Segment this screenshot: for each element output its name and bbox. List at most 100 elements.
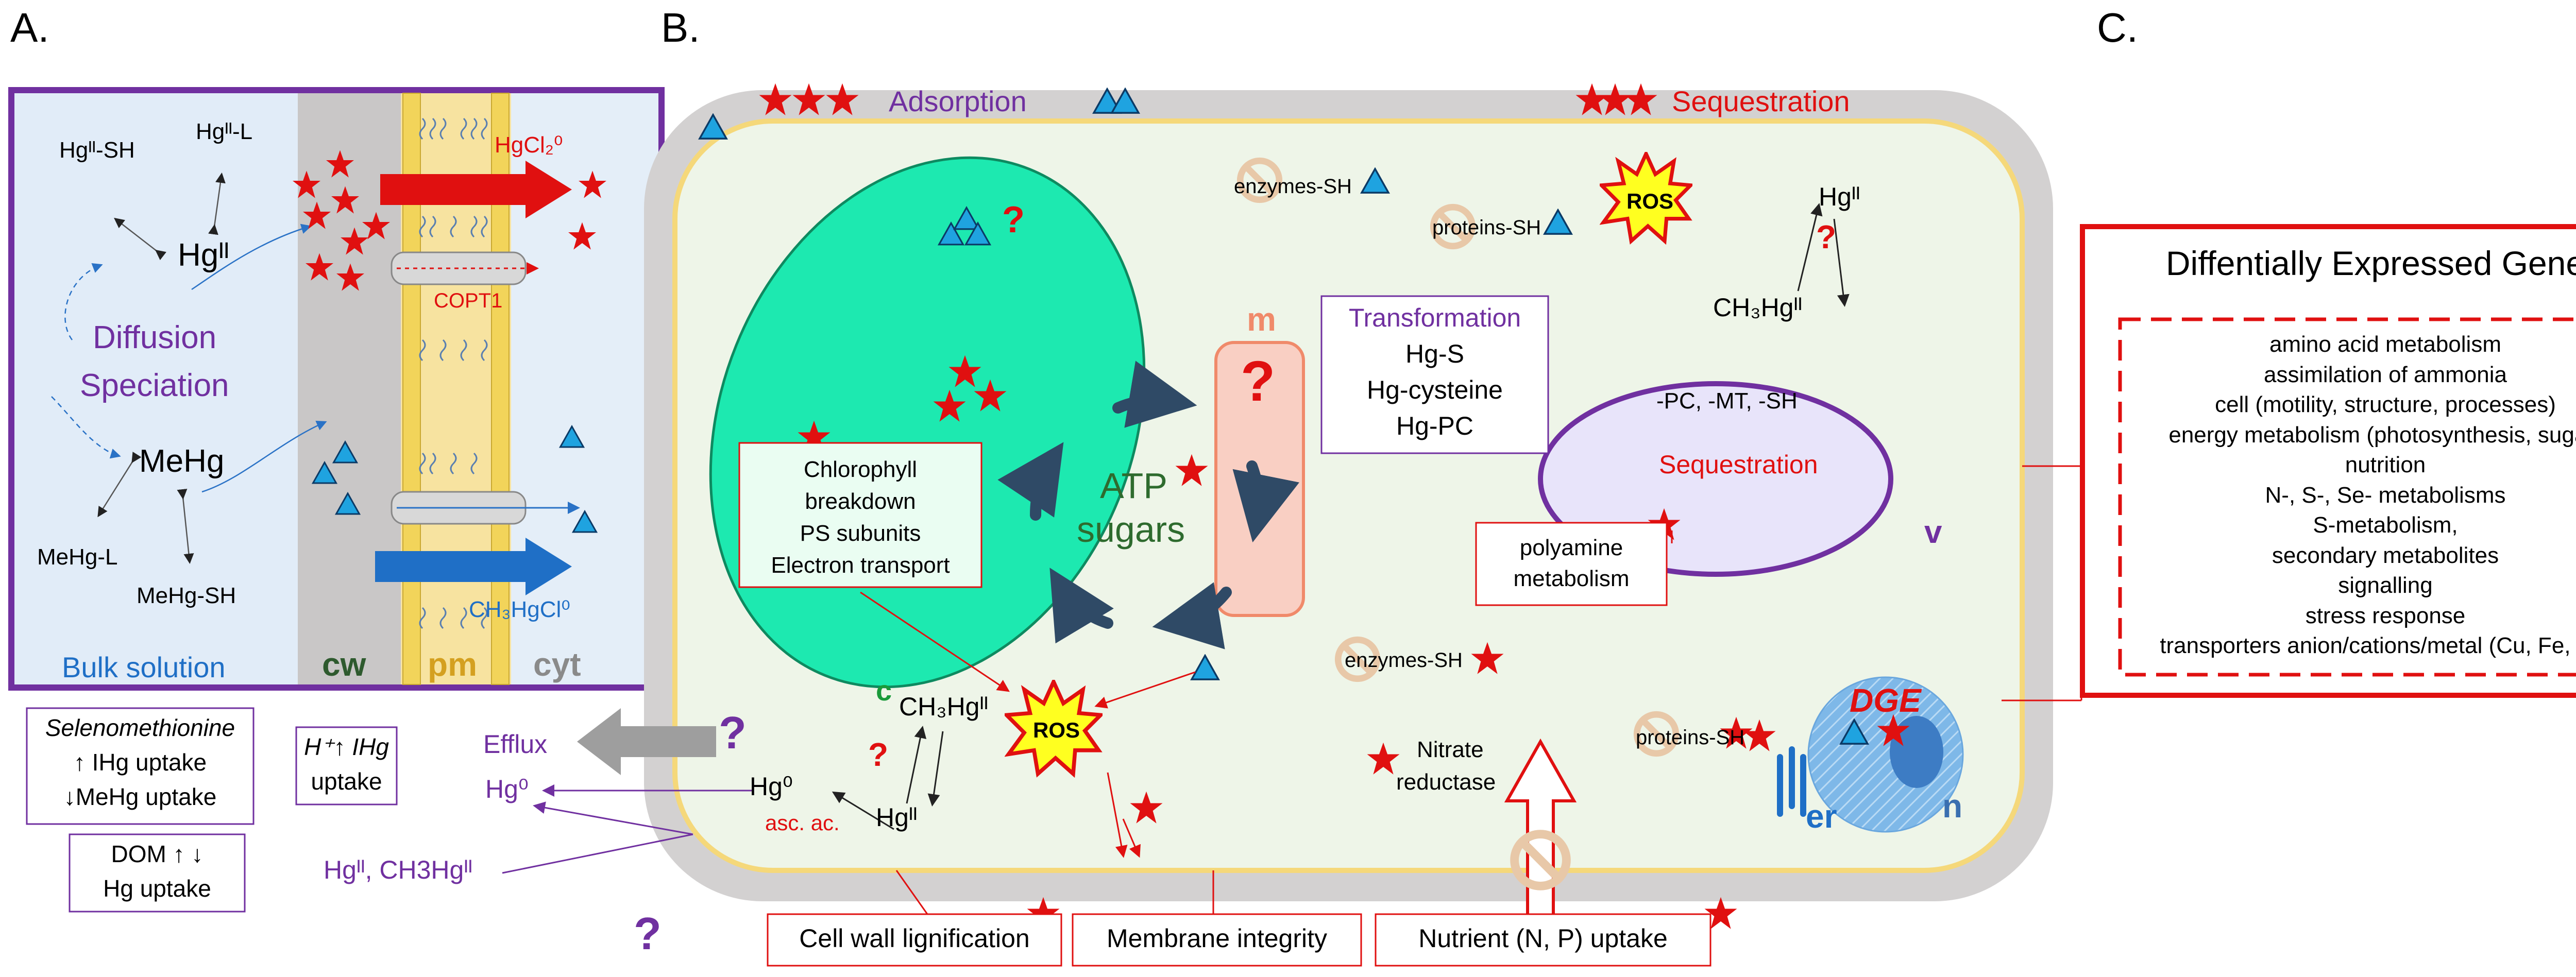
chlorophyll-box (738, 442, 982, 588)
speciation-label: Speciation (80, 368, 229, 403)
hg-ii-top: Hgᴵᴵ (1819, 182, 1860, 211)
c-label: c (876, 674, 892, 707)
gene-item: stress response (2305, 603, 2466, 628)
mitochondrion-question: ? (1241, 350, 1276, 413)
selenomethionine-title: Selenomethionine (45, 714, 235, 741)
efflux-arrow (577, 708, 716, 775)
gene-item: signalling (2338, 573, 2433, 598)
nutrient-box (1375, 913, 1711, 967)
transformation-box (1320, 295, 1549, 454)
vacuole-sequestration: Sequestration (1659, 450, 1818, 479)
cell-wall-box (767, 913, 1062, 967)
question-center: ? (868, 736, 889, 773)
hgcl2-label: HgCl₂⁰ (495, 132, 563, 158)
hg-ii-label: Hgᴵᴵ (178, 237, 229, 273)
membrane-integrity: Membrane integrity (1107, 924, 1327, 953)
vacuole-ligands: -PC, -MT, -SH (1656, 388, 1798, 414)
nitrate-line-2: reductase (1396, 769, 1496, 795)
endoplasmic-reticulum (1777, 746, 1806, 817)
dge-inner-box (2118, 317, 2576, 677)
h-box (295, 726, 398, 805)
nitrate-line-1: Nitrate (1417, 737, 1484, 762)
polyamine-line-1: polyamine (1519, 535, 1623, 560)
gene-item: amino acid metabolism (2269, 332, 2501, 357)
atp-label: ATP (1100, 466, 1167, 506)
dom-line-1: DOM ↑ ↓ (111, 841, 204, 867)
chl-line-2: breakdown (805, 489, 916, 514)
mitochondrion-label: m (1247, 301, 1276, 338)
selenomethionine-box (26, 707, 255, 825)
dge-box (2080, 224, 2576, 698)
chloroplast-question: ? (1002, 199, 1025, 241)
cw-label: cw (322, 646, 366, 683)
chl-line-4: Electron transport (771, 553, 950, 578)
ch3hgii-center: CH₃Hgᴵᴵ (899, 692, 989, 721)
polyamine-box (1475, 522, 1668, 606)
ros-bottom-label: ROS (1033, 718, 1080, 742)
hg-sh-label: Hgᴵᴵ-SH (59, 138, 135, 163)
gene-item: S-metabolism, (2313, 512, 2458, 538)
panel-a-figure (8, 87, 665, 691)
seleno-line-2: ↓MeHg uptake (63, 783, 217, 810)
cyt-label: cyt (533, 646, 581, 683)
gene-item: cell (motility, structure, processes) (2215, 392, 2556, 417)
mehg-label: MeHg (139, 443, 225, 479)
hg-pc-label: Hg-PC (1396, 412, 1474, 440)
mehg-l-label: MeHg-L (37, 544, 118, 570)
hg0-center: Hg⁰ (750, 772, 793, 801)
copt1-label: COPT1 (434, 289, 503, 312)
lipid-tails (419, 117, 488, 629)
hg-s-label: Hg-S (1405, 339, 1464, 368)
seleno-line-1: ↑ IHg uptake (73, 749, 207, 776)
asc-label: asc. ac. (765, 811, 840, 835)
nucleus-label: n (1942, 787, 1963, 825)
efflux-label: Efflux (483, 730, 548, 759)
bulk-solution-label: Bulk solution (62, 651, 226, 683)
dge-gene-list: amino acid metabolism assimilation of am… (2120, 330, 2576, 661)
hgii-center: Hgᴵᴵ (876, 803, 918, 832)
hgcl2-arrow (380, 161, 572, 218)
chl-line-1: Chlorophyll (803, 457, 918, 482)
gene-item: assimilation of ammonia (2264, 362, 2507, 387)
sequestration-top-label: Sequestration (1672, 85, 1850, 117)
er-label: er (1806, 798, 1837, 835)
ros-top-label: ROS (1626, 189, 1674, 213)
chl-line-3: PS subunits (800, 521, 921, 546)
copt1-transporter (391, 251, 539, 285)
bulk-solution-zone (14, 93, 298, 684)
boxes (26, 224, 2576, 967)
ch3hgcl-arrow (375, 538, 572, 595)
polyamine-line-2: metabolism (1513, 566, 1630, 591)
dom-line-2: Hg uptake (103, 875, 211, 902)
efflux-question: ? (719, 707, 747, 758)
proteins-sh-bottom: proteins-SH (1636, 726, 1745, 749)
gene-item: N-, S-, Se- metabolisms (2265, 482, 2506, 508)
ch3hgcl-label: CH₃HgCl⁰ (469, 597, 570, 622)
enzymes-sh-top: enzymes-SH (1234, 175, 1352, 198)
panel-label-a: A. (10, 5, 49, 50)
enzymes-sh-bottom: enzymes-SH (1345, 649, 1463, 672)
question-top: ? (1816, 218, 1837, 255)
gene-item: transporters anion/cations/metal (Cu, Fe… (2160, 633, 2576, 658)
hg-l-label: Hgᴵᴵ-L (196, 119, 253, 144)
mehg-transporter (391, 491, 580, 525)
panel-label-c: C. (2097, 5, 2138, 50)
transformation-label: Transformation (1348, 303, 1521, 332)
nutrient-uptake: Nutrient (N, P) uptake (1418, 924, 1668, 953)
sugars-label: sugars (1077, 509, 1185, 550)
dge-title: Diffentially Expressed Genes (2165, 244, 2576, 282)
hg-cysteine-label: Hg-cysteine (1367, 375, 1503, 404)
dom-box (69, 833, 246, 913)
dge-label: DGE (1850, 682, 1921, 719)
proteins-sh-top: proteins-SH (1432, 216, 1541, 239)
diffusion-label: Diffusion (93, 320, 217, 355)
adsorption-label: Adsorption (889, 85, 1027, 117)
gene-item: energy metabolism (photosynthesis, sugar… (2168, 422, 2576, 448)
nucleus (1807, 676, 1964, 833)
membrane-box (1072, 913, 1362, 967)
nutrient-uptake-arrow (1504, 738, 1577, 923)
bottom-question: ? (634, 908, 662, 959)
mehg-sh-label: MeHg-SH (137, 583, 236, 608)
hg0-efflux-label: Hg⁰ (485, 775, 529, 803)
